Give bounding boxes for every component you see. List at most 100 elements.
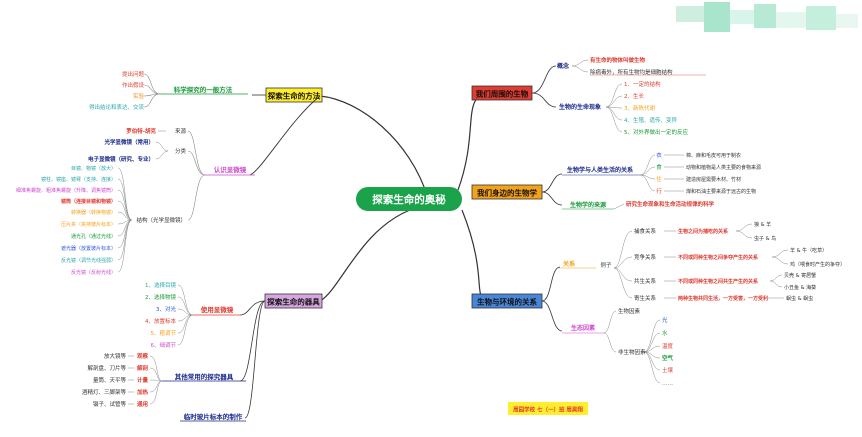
svg-text:捕食关系: 捕食关系 [634,227,657,235]
svg-text:得出结论和表达、交流: 得出结论和表达、交流 [89,103,145,111]
svg-text:放大镜等: 放大镜等 [104,352,127,360]
svg-text:我们周围的生物: 我们周围的生物 [476,89,529,99]
svg-text:压片夹（夹持玻片标本）: 压片夹（夹持玻片标本） [61,221,116,228]
svg-text:煤和石油主要来源于远古的生物: 煤和石油主要来源于远古的生物 [686,188,756,195]
svg-text:罗伯特-胡克: 罗伯特-胡克 [126,127,156,135]
svg-text:光: 光 [662,316,668,324]
svg-text:生物学与人类生活的关系: 生物学与人类生活的关系 [567,166,633,174]
svg-text:生态因素: 生态因素 [571,324,595,332]
svg-text:生物与环境的关系: 生物与环境的关系 [477,297,537,307]
svg-text:解剖: 解剖 [137,364,149,372]
svg-text:加热: 加热 [136,388,149,396]
svg-text:鸡（喂食时产生的争夺）: 鸡（喂食时产生的争夺） [790,261,845,268]
svg-text:细准焦螺旋、粗准焦螺旋（升降、调焦镜筒）: 细准焦螺旋、粗准焦螺旋（升降、调焦镜筒） [16,187,116,194]
svg-text:1、一定的结构: 1、一定的结构 [624,80,661,88]
svg-text:周园学校 七（一）班 周昊翔: 周园学校 七（一）班 周昊翔 [513,406,583,414]
svg-text:其他常用的探究器具: 其他常用的探究器具 [175,372,234,381]
branch-methods: 探索生命的方法 科学探究的一般方法 提出问题 作出假设 实验 得出结论和表达、交… [89,70,323,111]
svg-text:有生命的物体叫做生物: 有生命的物体叫做生物 [590,56,646,64]
branch-microscope: 认识显微镜 来源 罗伯特-胡克 分类 光学显微镜（常用） 电子显微镜（研究、专业… [16,95,321,276]
svg-text:反光镜（反射光线）: 反光镜（反射光线） [71,269,116,276]
svg-text:来源: 来源 [175,127,187,135]
svg-text:两种生物共同生活，一方受害，一方受利: 两种生物共同生活，一方受害，一方受利 [678,295,768,302]
svg-text:解剖盘、刀片等: 解剖盘、刀片等 [87,364,126,372]
svg-text:探索生命的方法: 探索生命的方法 [268,91,321,101]
svg-text:反光镜（调节光线强弱）: 反光镜（调节光线强弱） [61,257,116,264]
svg-text:5、粗调节: 5、粗调节 [151,329,177,337]
svg-text:生物之间为捕吃的关系: 生物之间为捕吃的关系 [678,228,728,235]
svg-text:镜柱、镜座、镜臂（支持、连接）: 镜柱、镜座、镜臂（支持、连接） [41,176,116,183]
svg-text:实验: 实验 [133,92,145,100]
svg-text:生物学的来源: 生物学的来源 [570,201,606,209]
svg-text:贝壳 & 寄居蟹: 贝壳 & 寄居蟹 [784,272,816,279]
svg-text:例子: 例子 [600,261,612,269]
svg-text:概念: 概念 [557,62,569,70]
svg-text:羊 & 牛（吃草）: 羊 & 牛（吃草） [790,247,827,254]
svg-text:土壤: 土壤 [662,366,674,374]
svg-text:通光孔（通过光线）: 通光孔（通过光线） [71,233,116,240]
center-title: 探索生命的奥秘 [372,193,446,206]
svg-text:食: 食 [656,163,662,171]
svg-text:行: 行 [656,187,662,195]
main-branches [319,92,497,302]
svg-text:使用显微镜: 使用显微镜 [200,305,234,314]
svg-text:研究生命现象和生命活动规律的科学: 研究生命现象和生命活动规律的科学 [626,200,715,208]
blurred-watermark [676,2,858,32]
svg-text:6、细调节: 6、细调节 [151,341,177,349]
svg-text:2、生长: 2、生长 [624,92,644,100]
svg-text:酒精灯、三脚架等: 酒精灯、三脚架等 [82,388,127,396]
svg-text:虫子 & 鸟: 虫子 & 鸟 [754,235,776,242]
svg-text:科学探究的一般方法: 科学探究的一般方法 [174,85,233,94]
svg-text:观察: 观察 [137,352,149,360]
svg-text:3、对光: 3、对光 [156,305,176,313]
svg-text:水: 水 [662,329,668,337]
svg-text:生物的生命现象: 生物的生命现象 [559,103,601,111]
svg-text:狼 & 羊: 狼 & 羊 [754,221,771,228]
svg-text:不同或同种生物之间争夺产生的关系: 不同或同种生物之间争夺产生的关系 [678,254,758,261]
svg-text:建造房屋需要木材、竹材: 建造房屋需要木材、竹材 [686,176,741,183]
svg-text:遮光器（放置玻片标本）: 遮光器（放置玻片标本） [61,245,116,252]
svg-text:小丑鱼 & 海葵: 小丑鱼 & 海葵 [784,284,816,291]
svg-text:我们身边的生物学: 我们身边的生物学 [477,188,537,198]
svg-text:2、选择物镜: 2、选择物镜 [145,293,176,301]
center-node[interactable]: 探索生命的奥秘 [356,187,462,211]
svg-text:棉、麻和毛皮可用于制衣: 棉、麻和毛皮可用于制衣 [686,152,741,159]
author-footer: 周园学校 七（一）班 周昊翔 [508,402,588,415]
svg-text:衣: 衣 [656,151,662,159]
svg-text:除病毒外，所有生物均是细胞结构: 除病毒外，所有生物均是细胞结构 [590,68,673,76]
svg-text:共生关系: 共生关系 [634,277,657,285]
svg-text:温度: 温度 [662,342,674,350]
svg-text:探索生命的器具: 探索生命的器具 [267,297,320,307]
svg-text:关系: 关系 [563,260,575,268]
svg-text:寄生关系: 寄生关系 [634,294,657,302]
svg-text:计量: 计量 [137,376,149,384]
svg-text:不同或同种生物之间共生产生的关系: 不同或同种生物之间共生产生的关系 [678,278,758,285]
branch-tools: 探索生命的器具 使用显微镜 1、选择目镜 2、选择物镜 3、对光 4、放置标本 … [82,281,323,422]
branch-around: 我们周围的生物 概念 有生命的物体叫做生物 除病毒外，所有生物均是细胞结构 生物… [471,56,706,136]
svg-text:竞争关系: 竞争关系 [634,253,657,261]
svg-text:3、新陈代谢: 3、新陈代谢 [624,104,655,112]
branch-environment: 生物与环境的关系 关系 例子 捕食关系 竞争关系 共生关系 寄生关系 生物之间为… [471,221,845,387]
svg-text:镜筒（连接目镜和物镜）: 镜筒（连接目镜和物镜） [61,198,116,205]
svg-text:……: …… [662,381,673,387]
svg-text:提出问题: 提出问题 [122,70,145,78]
svg-text:住: 住 [656,175,662,183]
svg-text:4、放置标本: 4、放置标本 [145,317,176,325]
svg-text:镊子、试管等: 镊子、试管等 [93,400,127,408]
svg-text:转换器（转换物镜）: 转换器（转换物镜） [71,209,116,216]
branch-near: 我们身边的生物学 生物学与人类生活的关系 衣 食 住 行 棉、麻和毛皮可用于制衣… [471,151,761,210]
svg-text:4、生殖、遗传、变异: 4、生殖、遗传、变异 [624,116,677,124]
svg-text:认识显微镜: 认识显微镜 [214,165,247,174]
svg-text:生物因素: 生物因素 [618,307,641,315]
svg-text:量筒、天平等: 量筒、天平等 [93,376,127,384]
svg-text:5、对外界做出一定的反应: 5、对外界做出一定的反应 [624,128,689,136]
svg-text:非生物因素: 非生物因素 [618,348,646,356]
svg-text:结构（光学显微镜）: 结构（光学显微镜） [136,216,186,224]
svg-text:蛔虫 & 蛔虫: 蛔虫 & 蛔虫 [786,295,813,302]
svg-text:动物和植物是人类主要的食物来源: 动物和植物是人类主要的食物来源 [686,164,761,171]
svg-text:临时玻片标本的制作: 临时玻片标本的制作 [184,412,243,421]
svg-text:1、选择目镜: 1、选择目镜 [145,281,176,289]
svg-text:空气: 空气 [662,354,674,362]
